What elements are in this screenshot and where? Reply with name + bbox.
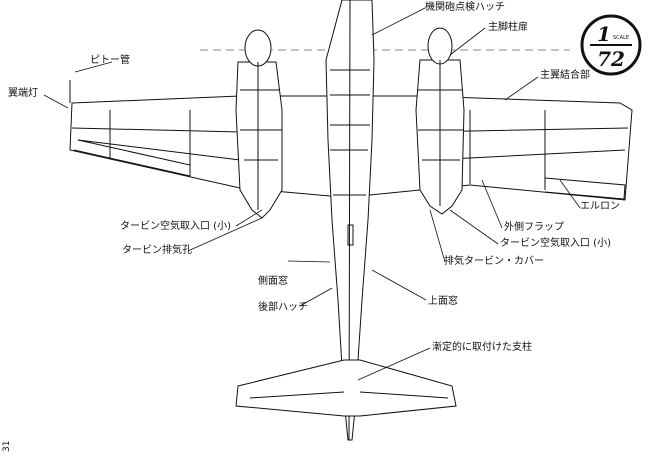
label-turbine-exhaust: タービン排気孔 <box>122 245 192 256</box>
label-main-gear-door: 主脚柱扉 <box>488 22 528 33</box>
top-window-shape <box>347 224 354 246</box>
label-aileron: エルロン <box>580 201 620 212</box>
wing-panel-lines <box>71 110 629 190</box>
label-main-wing-joint: 主翼結合部 <box>540 70 590 81</box>
label-wingtip-light: 翼端灯 <box>8 88 38 99</box>
right-aileron <box>544 177 626 200</box>
scale-numerator: 1 <box>597 22 611 46</box>
label-side-window: 側面窓 <box>258 276 288 287</box>
left-propeller-spinner <box>244 29 272 67</box>
scale-small-text: SCALE <box>613 35 629 41</box>
tail-panel-lines <box>249 391 449 399</box>
left-engine-nacelle <box>235 61 283 219</box>
page-number: 31 <box>2 440 12 452</box>
leader-lines <box>43 7 581 381</box>
scale-badge: 1 SCALE 72 <box>580 14 642 76</box>
label-exhaust-cover: 排気タービン・カバー <box>444 256 544 267</box>
label-turbine-intake-right: タービン空気取入口 (小) <box>500 238 611 249</box>
label-turbine-intake-left: タービン空気取入口 (小) <box>120 221 231 232</box>
label-outer-flap: 外側フラップ <box>504 222 564 233</box>
fuselage-frames <box>330 69 370 196</box>
label-fixed-strut: 漸定的に取付けた支柱 <box>432 342 532 353</box>
left-aileron <box>73 139 191 177</box>
left-nacelle-details <box>240 62 282 210</box>
right-nacelle-details <box>418 60 464 206</box>
label-top-window: 上面窓 <box>428 296 458 307</box>
right-propeller-spinner <box>427 27 453 65</box>
label-gun-hatch: 機関砲点検ハッチ <box>425 2 505 13</box>
scale-denominator: 72 <box>597 47 625 71</box>
label-rear-hatch: 後部ハッチ <box>258 302 308 313</box>
label-pitot: ピトー管 <box>90 55 130 66</box>
horizontal-tail <box>235 359 457 417</box>
